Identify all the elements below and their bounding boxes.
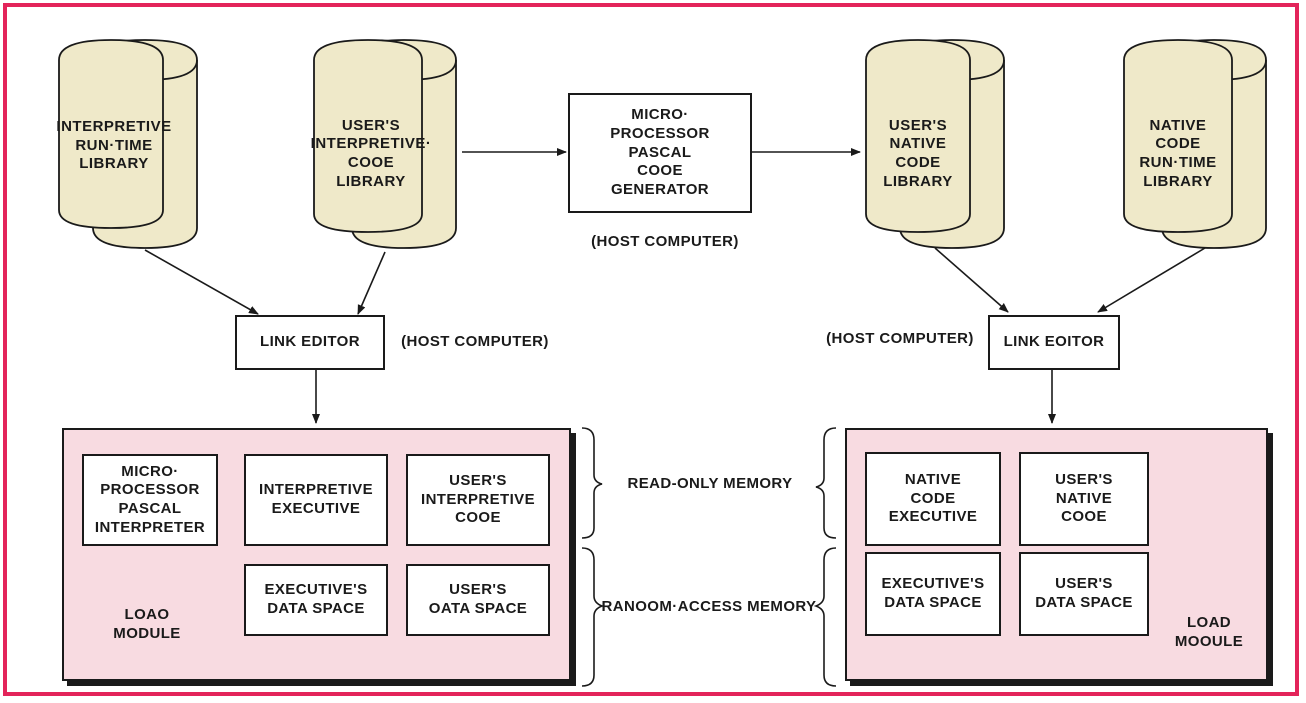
- interpretive-runtime-library-icon: INTERPRETIVE RUN·TIME LIBRARY: [55, 38, 205, 253]
- brace-right-rom: [815, 427, 837, 539]
- left-link-editor-box: LINK EDITOR: [235, 315, 385, 370]
- left-user-data-space-box: USER'S OATA SPACE: [406, 564, 550, 636]
- left-load-module-label: LOAO MODULE: [113, 606, 181, 642]
- arrow-interp-lib-to-link-editor: [144, 249, 259, 315]
- interpreter-box: MICRO· PROCESSOR PASCAL INTERPRETER: [82, 454, 218, 546]
- brace-left-rom: [581, 427, 603, 539]
- right-load-module-label: LOAD MOOULE: [1174, 614, 1244, 650]
- users-native-code-library-icon: USER'S NATIVE CODE LIBRARY: [862, 38, 1012, 253]
- right-host-computer-label: (HOST COMPUTER): [826, 330, 974, 347]
- right-user-data-space-box: USER'S DATA SPACE: [1019, 552, 1149, 636]
- interpretive-executive-box: INTERPRETIVE EXECUTIVE: [244, 454, 388, 546]
- host-computer-center-label: (HOST COMPUTER): [591, 233, 739, 250]
- native-code-runtime-library-icon: NATIVE CODE RUN·TIME LIBRARY: [1120, 38, 1275, 253]
- right-executive-data-space-box: EXECUTIVE'S DATA SPACE: [865, 552, 1001, 636]
- brace-left-ram: [581, 547, 605, 687]
- users-native-code-box: USER'S NATIVE COOE: [1019, 452, 1149, 546]
- left-host-computer-label: (HOST COMPUTER): [401, 333, 549, 350]
- left-executive-data-space-box: EXECUTIVE'S DATA SPACE: [244, 564, 388, 636]
- interpretive-runtime-library-label: INTERPRETIVE RUN·TIME LIBRARY: [56, 117, 172, 173]
- brace-right-ram: [813, 547, 837, 687]
- native-code-executive-box: NATIVE CODE EXECUTIVE: [865, 452, 1001, 546]
- native-code-runtime-library-label: NATIVE CODE RUN·TIME LIBRARY: [1139, 116, 1217, 190]
- arrow-native-lib-to-link-editor: [934, 247, 1009, 313]
- users-interpretive-code-library-icon: USER'S INTERPRETIVE· COOE LIBRARY: [310, 38, 465, 253]
- left-load-module: MICRO· PROCESSOR PASCAL INTERPRETER INTE…: [62, 428, 571, 681]
- right-link-editor-box: LINK EOITOR: [988, 315, 1120, 370]
- random-access-memory-label: RANOOM·ACCESS MEMORY: [601, 598, 817, 615]
- arrow-user-lib-to-link-editor: [357, 251, 386, 315]
- users-interpretive-code-library-label: USER'S INTERPRETIVE· COOE LIBRARY: [310, 116, 432, 190]
- users-interpretive-code-box: USER'S INTERPRETIVE COOE: [406, 454, 550, 546]
- read-only-memory-label: READ-ONLY MEMORY: [627, 475, 793, 492]
- users-native-code-library-label: USER'S NATIVE CODE LIBRARY: [883, 116, 953, 190]
- diagram-frame: [3, 3, 1299, 696]
- code-generator-box: MICRO· PROCESSOR PASCAL COOE GENERATOR: [568, 93, 752, 213]
- arrow-runtime-lib-to-link-editor: [1097, 247, 1206, 313]
- right-load-module: NATIVE CODE EXECUTIVE USER'S NATIVE COOE…: [845, 428, 1268, 681]
